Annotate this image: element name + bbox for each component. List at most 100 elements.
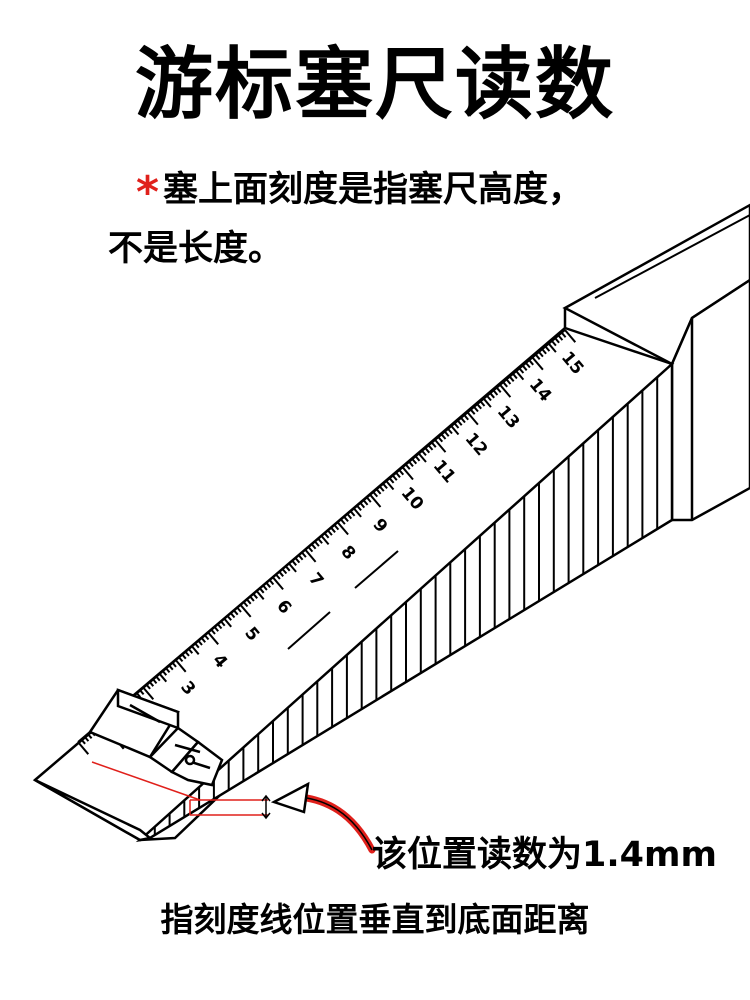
reading-text: 该位置读数为 [372,835,583,875]
explanation-text: 指刻度线位置垂直到底面距离 [160,900,590,939]
note-line-1: 塞上面刻度是指塞尺高度， [163,170,584,210]
scale-tick [161,669,168,676]
scale-tick [343,516,349,523]
scale-tick [272,576,284,591]
scale-tick [515,370,525,381]
scale-tick [197,639,203,646]
gauge-handle [562,203,750,522]
scale-tick [372,491,379,498]
scale-tick [502,381,508,388]
scale-tick [265,582,271,588]
scale-tick [392,474,398,481]
scale-tick [86,733,93,739]
scale-tick [561,332,567,338]
scale-tick [288,562,297,573]
scale-tick [414,455,421,462]
scale-tick [268,579,275,586]
scale-tick [200,636,206,643]
scale-tick [262,584,268,591]
scale-tick [177,656,184,663]
scale-tick [242,601,249,608]
scale-tick [499,384,512,398]
scale-underlines [287,550,399,650]
scale-tick [512,373,518,380]
reading-value: 1.4mm [582,835,717,875]
scale-tick [541,348,547,355]
height-dimension [261,794,271,820]
scale-tick [421,450,427,457]
scale-tick [401,466,414,481]
scale-tick [317,538,323,544]
scale-tick [291,560,297,566]
scale-tick [336,521,349,536]
scale-tick [440,433,447,440]
scale-tick [395,472,401,479]
scale-tick [466,411,479,426]
scale-tick [518,367,525,374]
scale-tick [551,340,557,347]
scale-tick [375,488,382,495]
gauge-tip [34,778,153,842]
scale-tick [145,683,151,690]
scale-tick [379,485,385,492]
scale-tick [450,425,460,436]
scale-tick [259,587,265,594]
scale-tick [434,439,447,453]
scale-tick [447,428,453,435]
scale-tick [168,664,174,671]
scale-tick [252,593,258,599]
scale-tick [398,469,405,476]
scale-tick [311,543,317,550]
scale-tick [275,573,281,580]
scale-tick [80,738,86,745]
scale-tick [278,571,284,577]
scale-tick [369,494,382,508]
scale-tick [249,595,255,602]
scale-tick [538,351,544,358]
scale-tick [385,480,395,491]
scale-tick [554,337,560,344]
curved-arrow-icon [270,781,376,854]
scale-tick [489,392,495,399]
scale-tick [457,419,463,426]
scale-tick [307,546,314,553]
scale-tick [246,598,252,605]
scale-tick [210,628,216,635]
scale-tick [470,409,476,415]
scale-tick [473,406,479,413]
scale-tick [460,417,466,424]
scale-tick [233,609,239,616]
scale-tick [405,463,411,470]
scale-tick [330,527,336,533]
scale-tick [83,735,90,742]
scale-tick [544,345,551,352]
scale-tick [509,376,515,382]
scale-tick [424,447,431,454]
scale-tick [301,551,307,558]
scale-tick [327,529,333,536]
scale-tick [281,568,288,575]
scale-tick [194,642,200,649]
scale-tick [437,436,444,443]
scale-tick [158,672,168,683]
scale-tick [388,477,395,484]
scale-tick [294,557,301,564]
asterisk-icon: * [136,167,160,218]
scale-tick [444,430,450,437]
scale-tick [203,634,210,641]
scale-tick [366,496,372,503]
scale-tick [142,686,155,700]
scale-tick [207,631,219,645]
scale-tick [220,620,226,627]
scale-tick [239,604,252,618]
reading-callout: 该位置读数为1.4mm [372,826,717,877]
scale-tick [505,378,512,385]
scale-tick [285,565,291,572]
scale-tick [356,505,362,512]
scale-tick [340,518,346,525]
scale-tick [320,535,330,546]
scale-tick [427,444,434,451]
scale-tick [304,549,317,563]
scale-tick [548,343,557,353]
